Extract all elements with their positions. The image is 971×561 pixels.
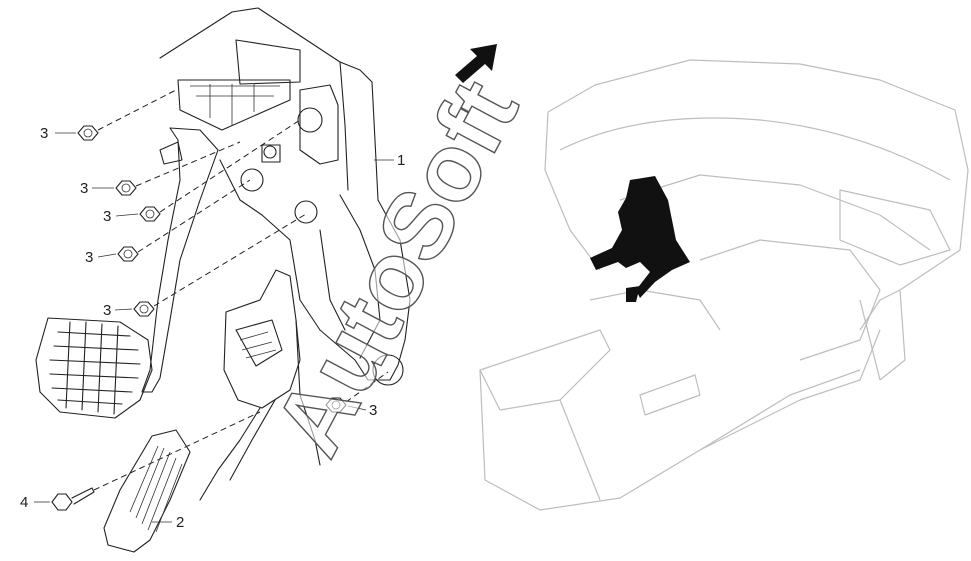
nut-icon (77, 125, 99, 141)
nut-icon (325, 397, 347, 413)
nut-icon (139, 206, 161, 222)
nut-icon (117, 246, 139, 262)
leader-lines (34, 132, 394, 523)
callout-2: 2 (176, 514, 184, 531)
callout-4: 4 (20, 494, 28, 511)
callout-3: 3 (40, 125, 48, 142)
callout-3: 3 (369, 402, 377, 419)
callout-labels: 1 2 3 3 3 3 3 3 4 (20, 125, 405, 531)
nut-fasteners (51, 125, 347, 511)
watermark-text: AutoSoft (254, 64, 539, 472)
accelerator-pedal (103, 429, 191, 553)
pedal-bracket (159, 7, 411, 386)
arrow-up-right-icon (455, 44, 497, 83)
bolt-icon (51, 487, 95, 511)
highlighted-pedal-silhouette (590, 176, 690, 298)
nut-icon (115, 180, 137, 196)
callout-1: 1 (397, 152, 405, 169)
brake-pedal (35, 127, 219, 419)
vehicle-interior-view (479, 59, 969, 511)
nut-icon (133, 301, 155, 317)
callout-3: 3 (85, 249, 93, 266)
callout-3: 3 (80, 180, 88, 197)
assembly-guide-lines (93, 89, 389, 491)
callout-3: 3 (103, 302, 111, 319)
callout-3: 3 (103, 208, 111, 225)
accelerator-pedal-module (199, 269, 321, 501)
